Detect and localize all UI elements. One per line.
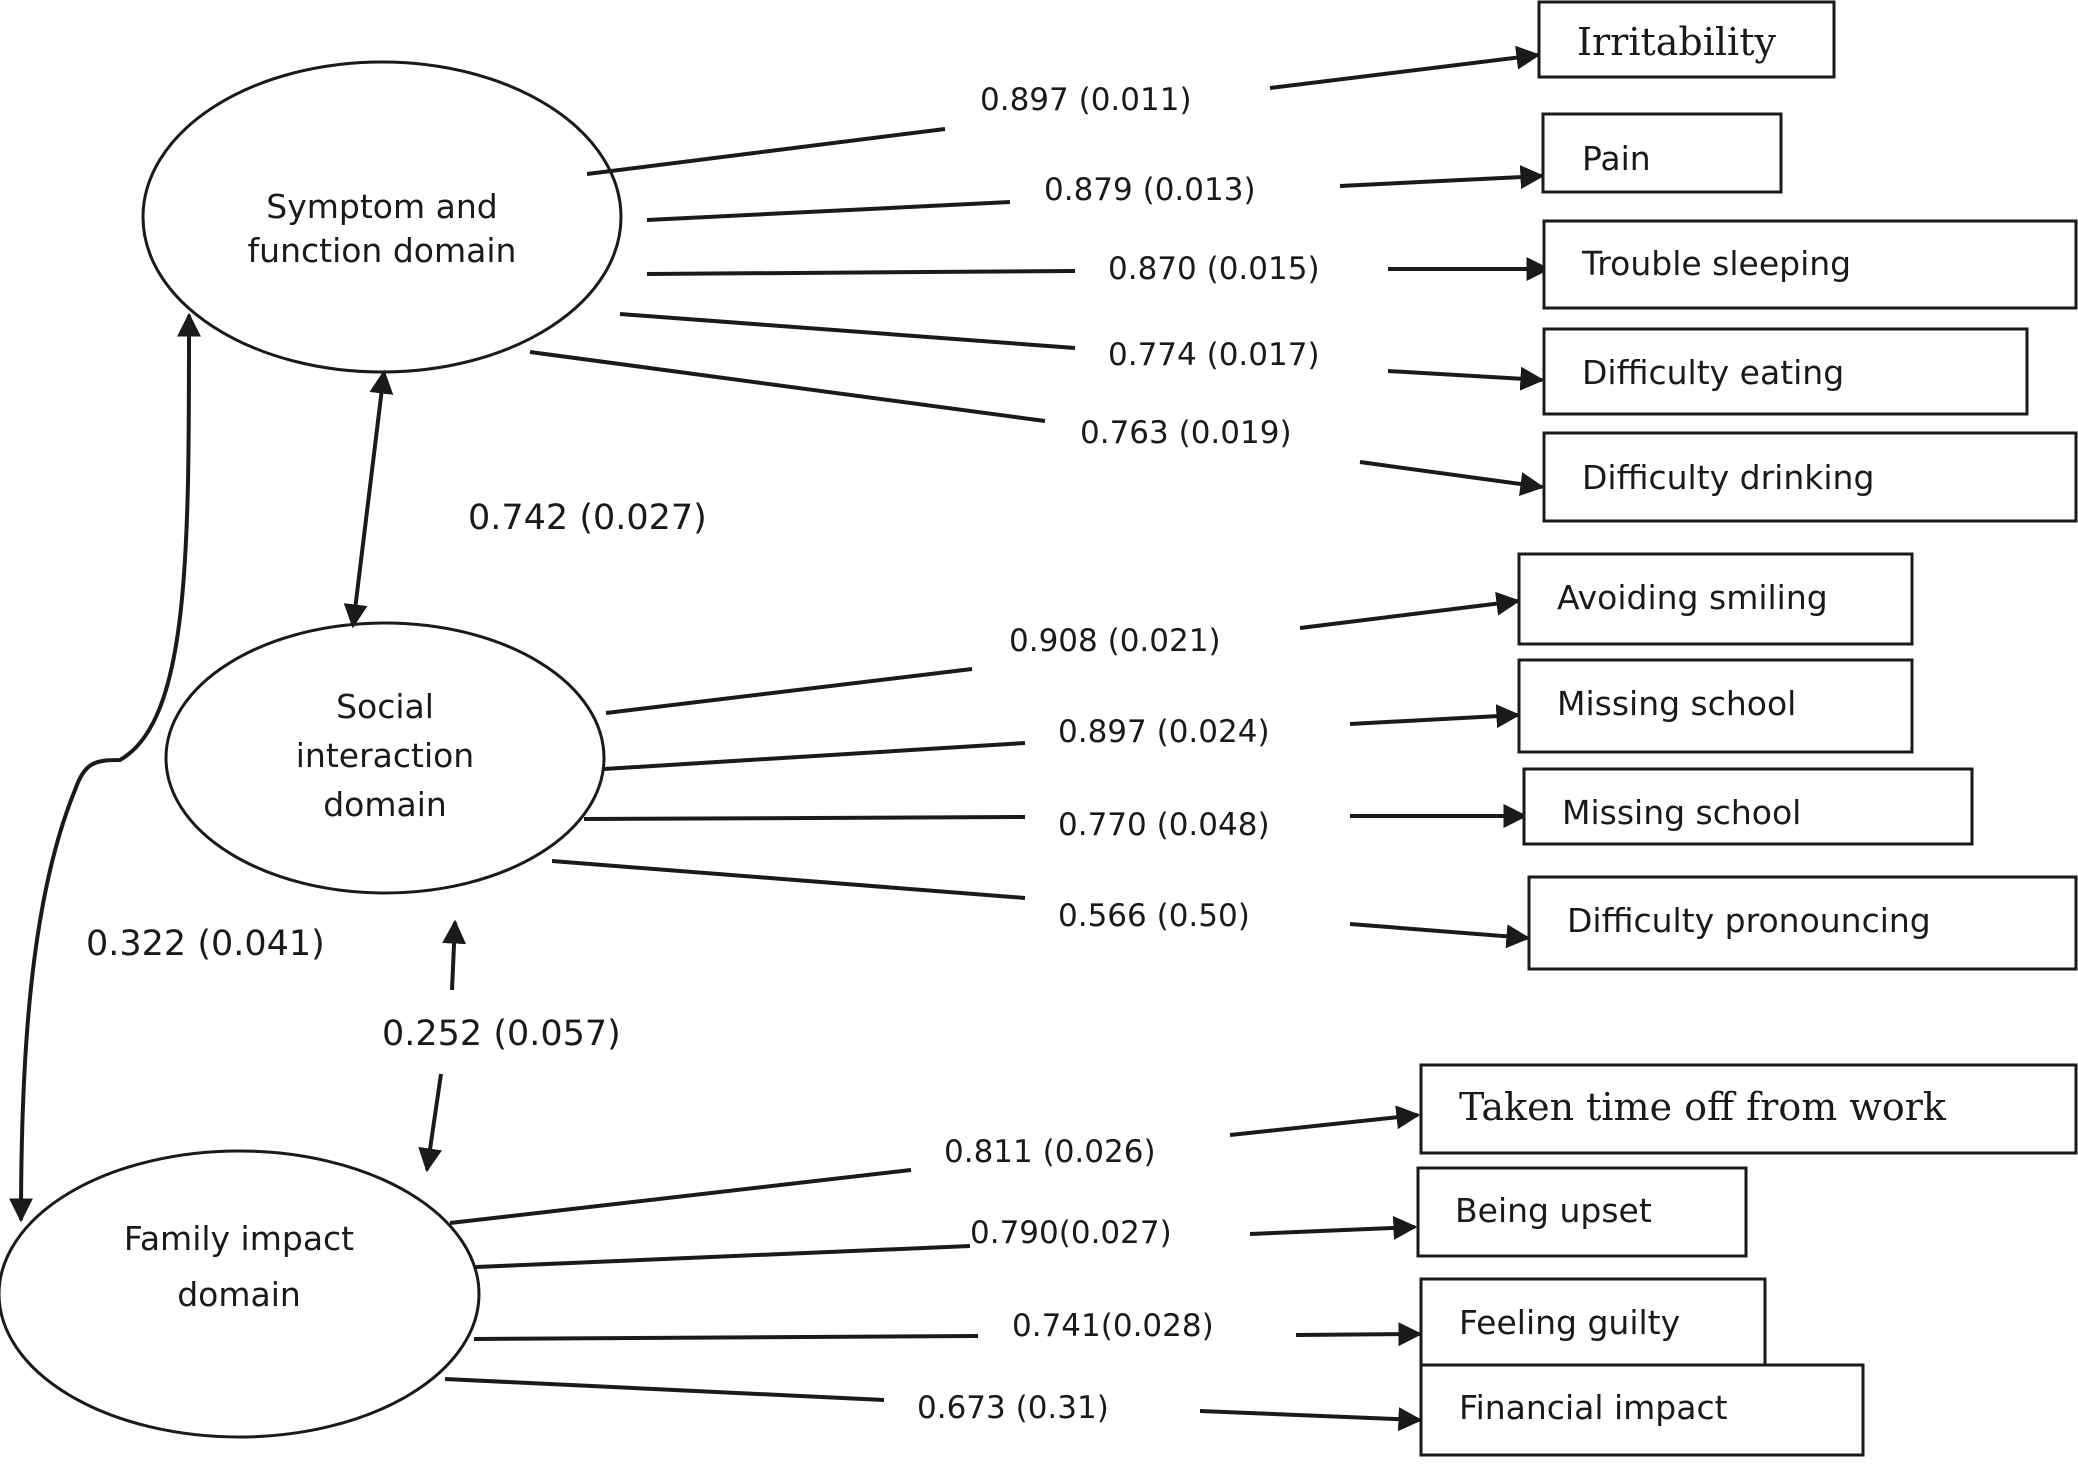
loading-missing-school: 0.770 (0.048) (1058, 807, 1270, 843)
box-trouble-sleeping (1542, 219, 2078, 310)
arrow-being-upset (1249, 1215, 1418, 1240)
indicator-missing-school: 0.770 (0.048) Missing school (583, 767, 1974, 846)
path-line-pain (646, 200, 1011, 222)
loading-difficulty-drinking: 0.763 (0.019) (1080, 415, 1292, 451)
indicator-difficulty-drinking: 0.763 (0.019) Difficulty drinking (529, 350, 2078, 523)
arrow-difficulty-eating (1387, 366, 1545, 391)
box-financial-impact (1419, 1363, 1865, 1457)
arrow-irritability (1269, 45, 1541, 90)
corr-social-family-arrow-bottom (418, 1073, 443, 1173)
indicator-feeling-guilty: 0.741(0.028) Feeling guilty (473, 1277, 1767, 1371)
path-line-avoiding-talking (603, 741, 1026, 771)
path-line-difficulty-pronouncing (551, 859, 1026, 900)
indicator-financial-impact: 0.673 (0.31) Financial impact (444, 1363, 1865, 1457)
indicator-being-upset: 0.790(0.027) Being upset (475, 1166, 1748, 1269)
path-line-difficulty-eating (619, 312, 1076, 350)
domain-family-label-line1: Family impact (124, 1219, 354, 1258)
box-being-upset (1416, 1166, 1748, 1258)
corr-social-family-arrow-top (442, 919, 467, 991)
box-feeling-guilty (1419, 1277, 1767, 1371)
path-line-avoiding-smiling (605, 667, 973, 715)
arrow-time-off-work (1229, 1105, 1421, 1137)
box-difficulty-drinking (1542, 431, 2078, 523)
path-line-trouble-sleeping (646, 269, 1076, 276)
corr-symptom-social-value: 0.742 (0.027) (468, 498, 707, 538)
domain-social-label-line3: domain (323, 785, 447, 824)
corr-social-family-value: 0.252 (0.057) (382, 1014, 621, 1054)
indicator-irritability: 0.897 (0.011) Irritability (586, 0, 1836, 176)
box-difficulty-pronouncing-label: Difficulty pronouncing (1567, 901, 1931, 940)
arrow-avoiding-talking (1349, 704, 1521, 729)
box-avoiding-talking (1517, 658, 1914, 754)
arrow-financial-impact (1199, 1407, 1423, 1432)
path-line-irritability (586, 127, 946, 176)
box-time-off-work-label: Taken time off from work (1459, 1085, 1947, 1129)
arrow-pain (1339, 165, 1545, 190)
arrow-difficulty-drinking (1359, 460, 1545, 496)
corr-symptom-family-arrow (9, 312, 202, 1223)
box-pain-label: Pain (1582, 139, 1651, 178)
corr-symptom-family-value: 0.322 (0.041) (86, 924, 325, 964)
arrow-avoiding-smiling (1299, 591, 1521, 630)
indicator-difficulty-pronouncing: 0.566 (0.50) Difficulty pronouncing (551, 859, 2078, 971)
indicator-time-off-work: 0.811 (0.026) Taken time off from work (449, 1063, 2078, 1225)
box-missing-school-label: Missing school (1562, 793, 1801, 832)
box-avoiding-talking-label: Missing school (1557, 684, 1796, 723)
path-line-financial-impact (444, 1377, 885, 1402)
loading-time-off-work: 0.811 (0.026) (944, 1134, 1156, 1170)
box-pain (1541, 112, 1783, 194)
loading-avoiding-smiling: 0.908 (0.021) (1009, 623, 1221, 659)
indicator-pain: 0.879 (0.013) Pain (646, 112, 1783, 222)
loading-financial-impact: 0.673 (0.31) (917, 1390, 1109, 1426)
box-difficulty-pronouncing (1527, 875, 2078, 971)
path-line-missing-school (583, 815, 1026, 821)
domain-symptom-label-line1: Symptom and (266, 187, 497, 226)
domain-symptom-label-line2: function domain (248, 231, 517, 270)
domain-social-label-line1: Social (336, 687, 434, 726)
box-feeling-guilty-label: Feeling guilty (1459, 1303, 1680, 1342)
indicator-avoiding-smiling: 0.908 (0.021) Avoiding smiling (605, 552, 1914, 715)
domain-social: Social interaction domain (164, 621, 606, 895)
loading-pain: 0.879 (0.013) (1044, 172, 1256, 208)
path-line-feeling-guilty (473, 1334, 979, 1341)
arrow-difficulty-pronouncing (1349, 922, 1531, 949)
indicator-difficulty-eating: 0.774 (0.017) Difficulty eating (619, 312, 2029, 416)
corr-symptom-social-arrow (343, 369, 394, 629)
path-line-being-upset (475, 1244, 971, 1269)
loading-irritability: 0.897 (0.011) (980, 82, 1192, 118)
indicator-trouble-sleeping: 0.870 (0.015) Trouble sleeping (646, 219, 2078, 310)
box-time-off-work (1419, 1063, 2078, 1155)
domain-family-ellipse (0, 1149, 481, 1439)
loading-avoiding-talking: 0.897 (0.024) (1058, 714, 1270, 750)
box-avoiding-smiling (1517, 552, 1914, 646)
box-being-upset-label: Being upset (1455, 1191, 1652, 1230)
box-financial-impact-label: Financial impact (1459, 1388, 1728, 1427)
loading-difficulty-pronouncing: 0.566 (0.50) (1058, 898, 1250, 934)
box-trouble-sleeping-label: Trouble sleeping (1581, 244, 1851, 283)
loading-difficulty-eating: 0.774 (0.017) (1108, 337, 1320, 373)
indicator-avoiding-talking: 0.897 (0.024) Missing school (603, 658, 1914, 771)
domain-family: Family impact domain (0, 1149, 481, 1439)
domain-family-label-line2: domain (177, 1275, 301, 1314)
path-line-time-off-work (449, 1168, 912, 1225)
loading-being-upset: 0.790(0.027) (970, 1215, 1172, 1251)
box-difficulty-drinking-label: Difficulty drinking (1582, 458, 1874, 497)
loading-trouble-sleeping: 0.870 (0.015) (1108, 251, 1320, 287)
box-difficulty-eating-label: Difficulty eating (1582, 353, 1844, 392)
box-missing-school (1522, 767, 1974, 846)
loading-feeling-guilty: 0.741(0.028) (1012, 1308, 1214, 1344)
domain-social-label-line2: interaction (296, 736, 474, 775)
box-difficulty-eating (1542, 327, 2029, 416)
box-irritability (1537, 0, 1836, 79)
box-avoiding-smiling-label: Avoiding smiling (1557, 578, 1828, 617)
arrow-feeling-guilty (1295, 1322, 1423, 1347)
box-irritability-label: Irritability (1577, 20, 1776, 64)
domain-symptom: Symptom and function domain (141, 60, 623, 374)
path-line-difficulty-drinking (529, 350, 1046, 423)
